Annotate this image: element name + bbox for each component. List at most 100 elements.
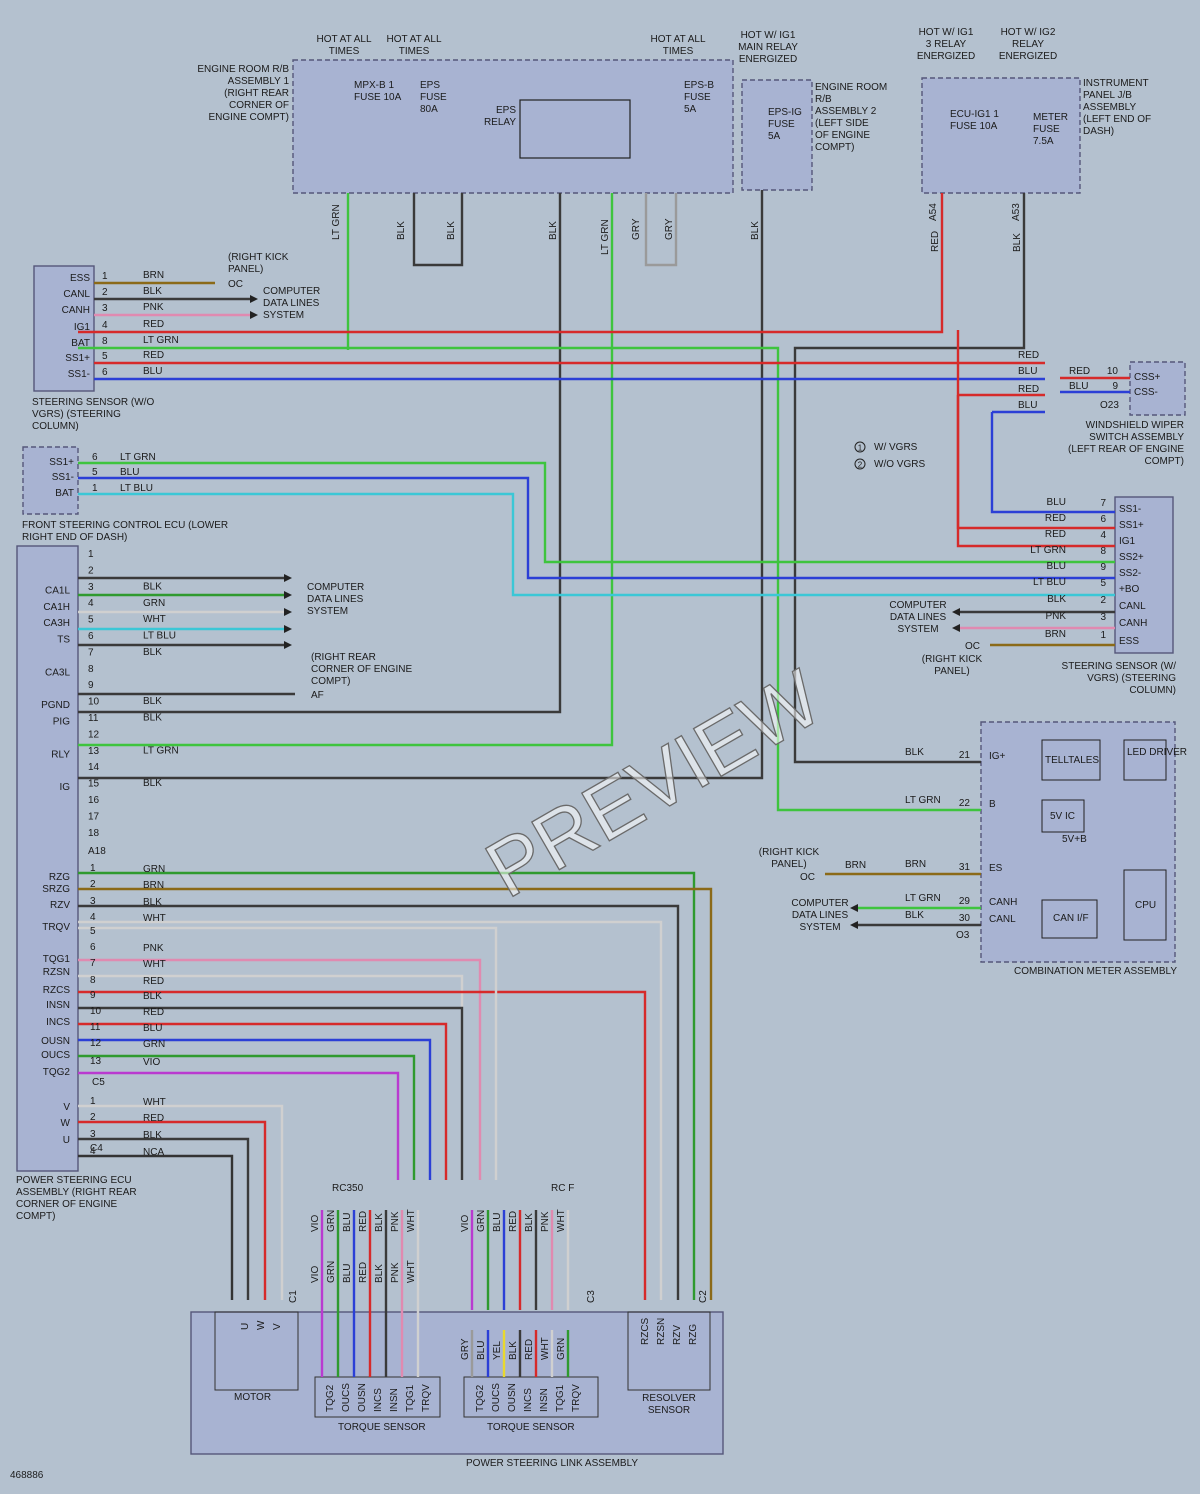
rcf-label: RC F — [551, 1183, 574, 1194]
rb1-label: ENGINE ROOM R/B — [197, 64, 289, 75]
ecu-c5-color-2: BRN — [143, 880, 164, 891]
ts-rc350-pin-TQG2: TQG2 — [325, 1384, 336, 1412]
kick-panel-label-3: PANEL) — [771, 859, 806, 870]
ecu-c5-color-9: BLK — [143, 991, 162, 1002]
ecu-c4-nca-wire — [78, 1154, 234, 1300]
meter-assembly-label: COMBINATION METER ASSEMBLY — [1014, 966, 1177, 977]
arrow-w-canh — [952, 624, 960, 632]
steer-w-color-1: RED — [1045, 513, 1066, 524]
steer-wo-num-4: 8 — [102, 336, 108, 347]
ip-jb-label: ASSEMBLY — [1083, 102, 1136, 113]
steer-w-num-6: 2 — [1100, 595, 1106, 606]
cdls-label-1: SYSTEM — [263, 310, 304, 321]
ecu-a-pin-RLY: RLY — [51, 749, 70, 760]
fuse-epsb-label: FUSE — [684, 92, 711, 103]
ecu-c5-pin-RZCS: RZCS — [43, 985, 71, 996]
ecu-a-num-12: 12 — [88, 729, 100, 740]
cpu-block — [1123, 869, 1167, 941]
rcf-color-4: BLK — [524, 1213, 535, 1232]
steer-wo-num-6: 6 — [102, 367, 108, 378]
ecu-c5-num-6: 6 — [90, 942, 96, 953]
ecu-c4-num-1: 1 — [90, 1096, 96, 1107]
feed-gry-loop — [644, 193, 678, 267]
ecu-c5-wire-5 — [78, 974, 464, 1180]
ecu-a-color-6: BLK — [143, 647, 162, 658]
legend-w-vgrs: W/ VGRS — [874, 442, 918, 453]
rcf-color-6: WHT — [556, 1209, 567, 1232]
rc350-color-3: RED — [358, 1211, 369, 1232]
legend-num-1: 1 — [858, 444, 863, 453]
ecu-c5-num-7: 7 — [90, 958, 96, 969]
ecu-a-color-5: LT BLU — [143, 631, 176, 642]
ts-rcf-pin-TQG1: TQG1 — [555, 1384, 566, 1412]
ecu-c5-color-1: GRN — [143, 864, 165, 875]
ecu-c5-pin-RZSN: RZSN — [43, 967, 70, 978]
rb2-label: ENGINE ROOM — [815, 82, 887, 93]
rc350-color-0: VIO — [310, 1215, 321, 1232]
steer-wo-num-2: 3 — [102, 303, 108, 314]
led-driver-block — [1123, 739, 1167, 781]
feed-color-label-0: LT GRN — [331, 204, 342, 240]
ecu-c5-pin-TQG2: TQG2 — [43, 1067, 71, 1078]
ecu-a-pin-TS: TS — [57, 635, 70, 646]
ecu-a-num-10: 10 — [88, 697, 100, 708]
ecu-c5-color-4: WHT — [143, 913, 166, 924]
ecu-a-num-8: 8 — [88, 664, 94, 675]
ecu-a-pin-CA3H: CA3H — [43, 618, 70, 629]
steer-wo-color-2: PNK — [143, 302, 164, 313]
steer-w-color-8: BRN — [1045, 629, 1066, 640]
wiper-color-0: RED — [1069, 366, 1090, 377]
fsc-ss1p-wire — [78, 461, 1115, 564]
rb2-label: OF ENGINE — [815, 130, 870, 141]
ecu-c5-wire-6 — [78, 990, 647, 1300]
ecu-c4-color-2: RED — [143, 1113, 164, 1124]
steer-wo-oc-label: OC — [228, 279, 243, 290]
rear-corner-label: COMPT) — [311, 676, 350, 687]
fuse-ecuig11-label: FUSE 10A — [950, 121, 998, 132]
steering-sensor-wo-vgrs — [33, 265, 95, 392]
ts-rc350-pin-TQG1: TQG1 — [405, 1384, 416, 1412]
steer-wo-color-6: BLU — [143, 366, 162, 377]
fuse-ecuig11-label: ECU-IG1 1 — [950, 109, 999, 120]
fsc-color-0: LT GRN — [120, 452, 156, 463]
ecu-c5-num-13: 13 — [90, 1056, 102, 1067]
kick-panel-label-1: (RIGHT KICK — [228, 252, 289, 263]
ecu-c4-num-2: 2 — [90, 1112, 96, 1123]
steer-w-num-4: 9 — [1100, 562, 1106, 573]
splice-red-1: RED — [1018, 350, 1039, 361]
ecu-c5-color-10: RED — [143, 1007, 164, 1018]
5v-ic-block — [1041, 799, 1085, 833]
cdls-label-4: COMPUTER — [791, 898, 848, 909]
cdls-label-4: DATA LINES — [792, 910, 849, 921]
feed-eps-loop — [412, 193, 464, 267]
steer-wo-pin-CANH: CANH — [62, 305, 90, 316]
feed-color-label-7: BLK — [750, 221, 761, 240]
steer-wo-color-4: LT GRN — [143, 335, 179, 346]
connector-a54: A54 — [928, 203, 939, 221]
ecu-c5-num-1: 1 — [90, 863, 96, 874]
fuse-epsb-label: EPS-B — [684, 80, 714, 91]
resolver-sensor-block — [627, 1311, 711, 1391]
ts-rc350-pin-INCS: INCS — [373, 1388, 384, 1412]
feed-color-label-8: RED — [930, 231, 941, 252]
fsc-label: FRONT STEERING CONTROL ECU (LOWER — [22, 520, 228, 531]
meter-pin-IG+: IG+ — [989, 751, 1006, 762]
ecu-label: COMPT) — [16, 1211, 55, 1222]
kick-panel-label-3: (RIGHT KICK — [759, 847, 820, 858]
ecu-a-pin-IG: IG — [59, 782, 70, 793]
rb2-label: COMPT) — [815, 142, 854, 153]
link-assembly-label: POWER STEERING LINK ASSEMBLY — [466, 1458, 638, 1469]
connector-o23: O23 — [1100, 400, 1119, 411]
kick-panel-label-1: PANEL) — [228, 264, 263, 275]
ecu-c5-pin-OUCS: OUCS — [41, 1050, 70, 1061]
ecu-a-color-9: BLK — [143, 696, 162, 707]
ecu-a-num-17: 17 — [88, 811, 100, 822]
ecu-c5-wire-3 — [78, 920, 663, 1300]
ecu-a-num-16: 16 — [88, 795, 100, 806]
ecu-a-num-15: 15 — [88, 779, 100, 790]
engine-room-rb1-box — [292, 59, 734, 194]
windshield-wiper-switch — [1129, 361, 1186, 416]
ecu-c4-color-3: BLK — [143, 1130, 162, 1141]
